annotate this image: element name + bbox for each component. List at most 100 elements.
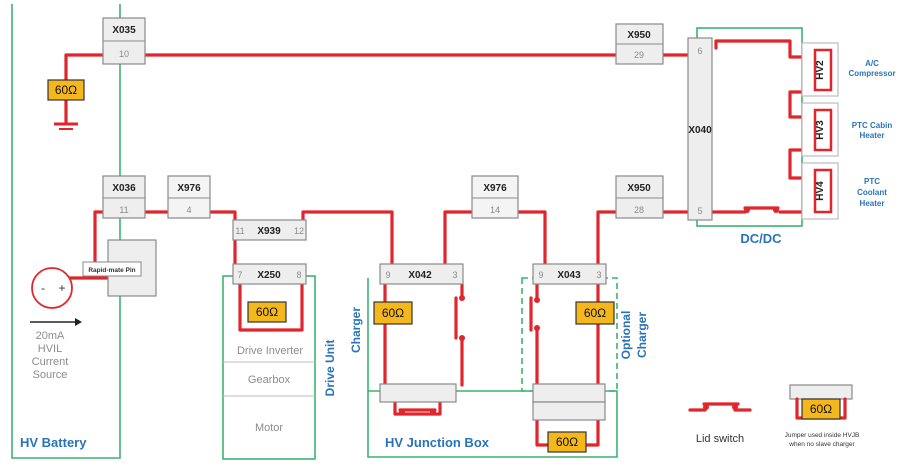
svg-text:+: +: [58, 281, 65, 295]
legend-lid-switch-label: Lid switch: [696, 433, 744, 445]
svg-text:X950: X950: [627, 183, 651, 194]
wire-top: [64, 53, 692, 84]
svg-text:14: 14: [490, 205, 500, 215]
wire-x939-to-x042: [301, 210, 394, 268]
hv2-label-line1: A/C: [865, 59, 879, 68]
connector-x950-mid: X950 28: [615, 175, 664, 219]
hv-battery-enclosure: [11, 4, 121, 459]
wire-x042-x976: [443, 210, 474, 268]
svg-text:-: -: [41, 281, 45, 295]
connector-x035: X035 10: [102, 17, 146, 65]
current-direction-arrow-icon: [30, 318, 82, 326]
svg-text:X040: X040: [688, 125, 712, 136]
hv-battery-label: HV Battery: [20, 435, 87, 450]
lid-switch-dcdc-node-b: [773, 207, 779, 213]
wire-x976-x043: [516, 210, 547, 268]
hv2-label-line2: Compressor: [848, 69, 895, 78]
svg-text:3: 3: [596, 270, 601, 280]
hv3-label-line2: Heater: [860, 131, 885, 140]
ground-icon: [54, 122, 78, 130]
svg-text:Rapid-mate Pin: Rapid-mate Pin: [88, 267, 135, 274]
charger-label: Charger: [349, 307, 363, 353]
lid-switch-charger-node-a: [459, 295, 465, 301]
svg-text:60Ω: 60Ω: [556, 435, 578, 449]
connector-x036: X036 11: [102, 175, 146, 219]
hv-module-hv3: HV3: [801, 102, 839, 157]
hv-junction-box-label: HV Junction Box: [385, 435, 490, 450]
resistor-jb-jumper: 60Ω: [547, 431, 587, 453]
current-source-line1: 20mA: [36, 330, 65, 342]
svg-text:11: 11: [119, 205, 128, 215]
hv4-label-line1: PTC: [864, 177, 880, 186]
hv-module-hv4: HV4: [801, 162, 839, 220]
legend-jumper-line1: Jumper used inside HVJB: [785, 432, 860, 439]
svg-text:60Ω: 60Ω: [584, 306, 606, 320]
svg-text:X043: X043: [557, 270, 581, 281]
jb-connector-left: [379, 383, 457, 403]
hv4-label-line3: Heater: [860, 199, 885, 208]
wire-x043-x950: [596, 210, 618, 268]
current-source-line3: Current: [32, 356, 69, 368]
optional-charger-label-line2: Charger: [635, 312, 649, 358]
connector-x040: 6 X040 5: [687, 37, 713, 221]
svg-text:HV4: HV4: [815, 181, 826, 201]
svg-text:X042: X042: [408, 270, 432, 281]
svg-text:6: 6: [697, 46, 702, 56]
svg-text:X950: X950: [627, 30, 651, 41]
resistor-optional-charger: 60Ω: [575, 301, 615, 325]
svg-text:29: 29: [634, 50, 644, 60]
current-source-line4: Source: [33, 369, 68, 381]
jb-jumper-socket: [532, 401, 606, 421]
legend-jumper-line2: when no slave charger: [788, 441, 855, 448]
current-source-line2: HVIL: [38, 343, 62, 355]
connector-x976-left: X976 4: [167, 175, 211, 219]
svg-text:X250: X250: [257, 270, 281, 281]
svg-text:9: 9: [385, 270, 390, 280]
legend-jumper-icon: 60Ω: [789, 384, 853, 420]
connector-x950-top: X950 29: [615, 23, 664, 65]
svg-text:60Ω: 60Ω: [382, 306, 404, 320]
svg-text:60Ω: 60Ω: [256, 305, 278, 319]
svg-text:4: 4: [186, 205, 191, 215]
svg-text:HV2: HV2: [815, 60, 826, 80]
svg-text:5: 5: [697, 206, 702, 216]
svg-text:12: 12: [294, 226, 304, 236]
svg-text:10: 10: [119, 49, 129, 59]
connector-x939: 11 X939 12: [232, 219, 307, 241]
svg-text:60Ω: 60Ω: [55, 83, 77, 97]
wire-x040-to-hv2: [714, 39, 807, 59]
svg-text:HV3: HV3: [815, 120, 826, 140]
connector-x976-mid: X976 14: [471, 175, 519, 219]
svg-text:7: 7: [237, 270, 242, 280]
lid-switch-optional-node-a: [534, 297, 540, 303]
connector-x042: 9 X042 3: [379, 263, 464, 285]
svg-text:X036: X036: [112, 183, 136, 194]
hv4-label-line2: Coolant: [857, 188, 887, 197]
resistor-charger: 60Ω: [373, 301, 413, 325]
drive-unit-label: Drive Unit: [323, 340, 337, 397]
resistor-battery: 60Ω: [47, 79, 85, 101]
optional-charger-label-line1: Optional: [619, 311, 633, 360]
gearbox-label: Gearbox: [248, 374, 291, 386]
svg-text:11: 11: [235, 226, 244, 236]
hv3-label-line1: PTC Cabin: [852, 121, 893, 130]
wire-jb-lid: [393, 400, 442, 416]
drive-inverter-label: Drive Inverter: [237, 345, 303, 357]
dcdc-enclosure: [696, 27, 803, 227]
current-source-icon: - +: [31, 267, 73, 309]
svg-text:28: 28: [634, 205, 644, 215]
rapid-mate-pin: Rapid-mate Pin: [82, 239, 157, 297]
svg-text:X976: X976: [483, 183, 507, 194]
connector-x043: 9 X043 3: [532, 263, 607, 285]
svg-text:60Ω: 60Ω: [810, 402, 832, 416]
svg-text:3: 3: [452, 270, 457, 280]
lid-switch-charger-node-b: [459, 335, 465, 341]
connector-x250: 7 X250 8: [232, 263, 307, 285]
svg-text:9: 9: [538, 270, 543, 280]
svg-text:8: 8: [296, 270, 301, 280]
resistor-drive-inverter: 60Ω: [247, 301, 287, 323]
wire-x976-x939: [208, 210, 237, 224]
svg-text:X035: X035: [112, 25, 136, 36]
lid-switch-jb-node-b: [430, 409, 436, 415]
